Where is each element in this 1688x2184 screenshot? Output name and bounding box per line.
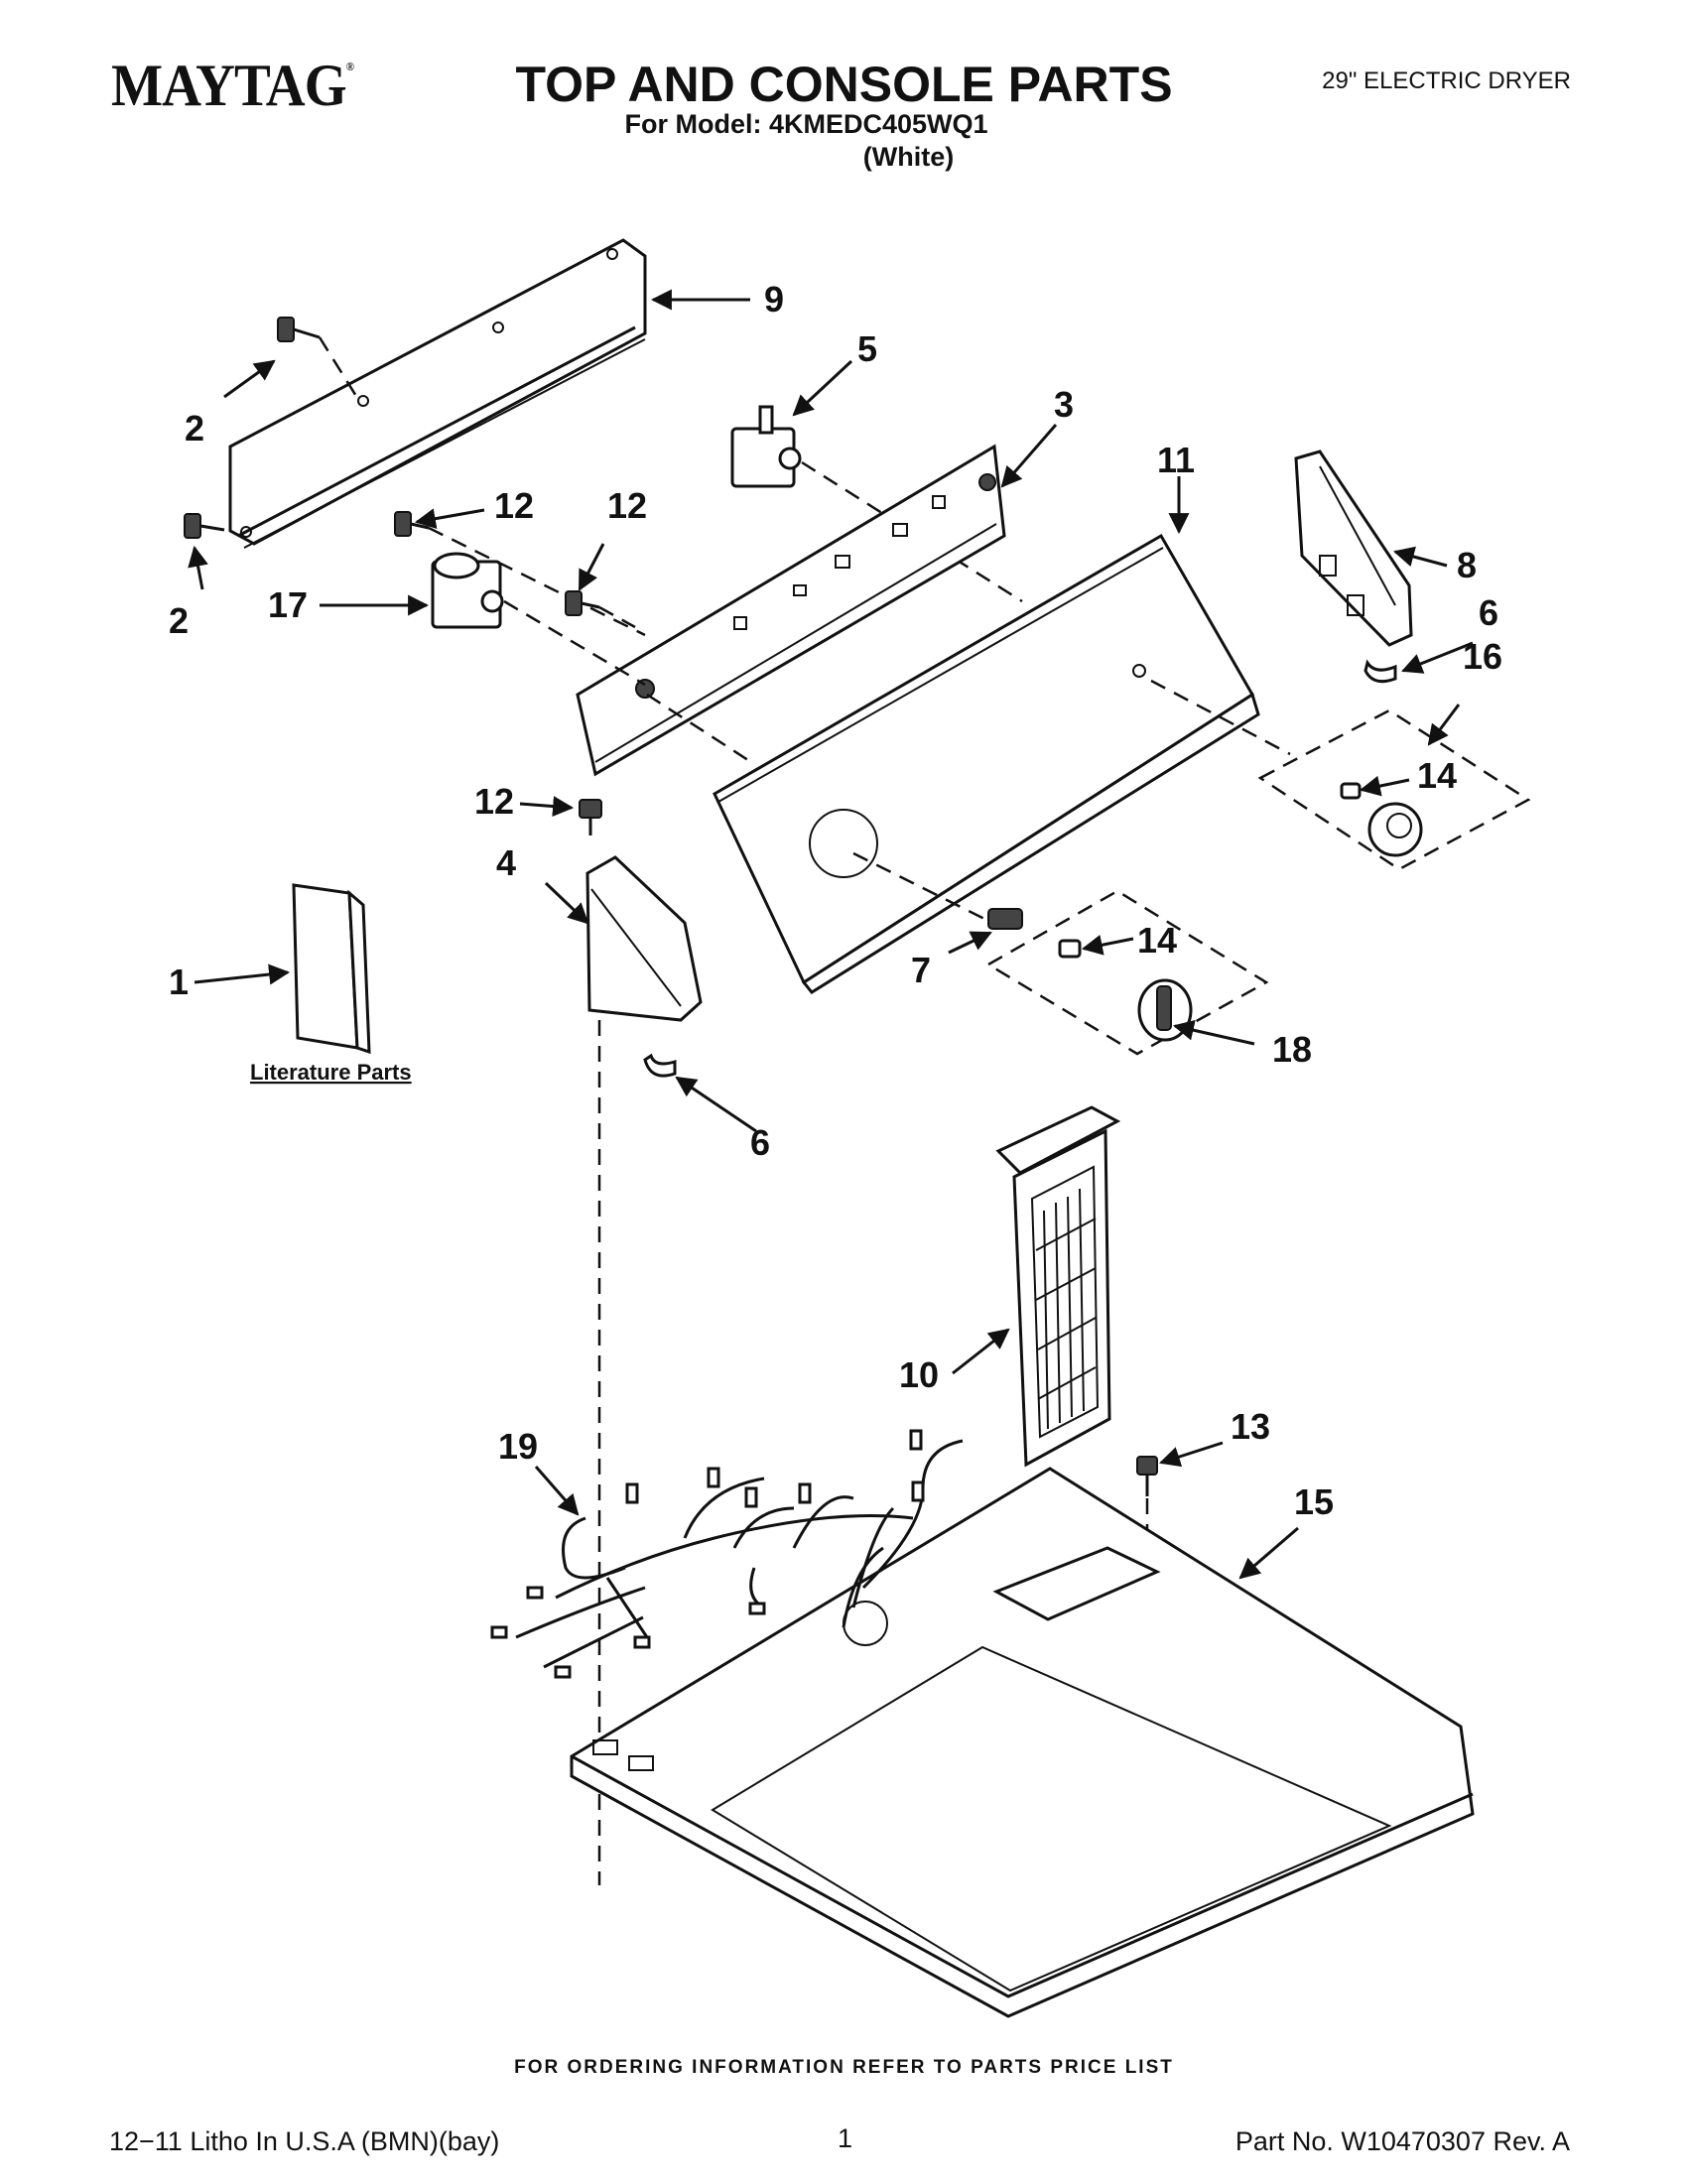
part-2-screw-lower [184, 513, 225, 539]
callout-2-upper: 2 [185, 408, 204, 449]
callout-12-endcap: 12 [474, 781, 514, 822]
litho-info: 12−11 Litho In U.S.A (BMN)(bay) [109, 2126, 500, 2156]
part-6-clip-right [1363, 659, 1397, 684]
page-title: TOP AND CONSOLE PARTS [515, 57, 1173, 112]
part-7-shaft [987, 908, 1023, 930]
callout-17: 17 [268, 584, 308, 625]
callout-19: 19 [498, 1426, 538, 1467]
document-part-number: Part No. W10470307 Rev. A [1234, 2126, 1570, 2156]
callout-11: 11 [1157, 440, 1195, 480]
brand-logo: MAYTAG® [111, 52, 354, 120]
callout-12-panel: 12 [607, 485, 647, 526]
callout-14-lower: 14 [1137, 920, 1177, 961]
callout-7: 7 [911, 950, 931, 990]
part-18-knob-group [985, 889, 1269, 1056]
brand-name: MAYTAG [111, 53, 347, 118]
part-4-end-cap-left [585, 855, 703, 1885]
part-10-lint-screen [995, 1105, 1121, 1468]
callout-6-right: 6 [1479, 592, 1498, 633]
part-6-clip-left [643, 1053, 677, 1078]
part-11-console [713, 533, 1291, 994]
part-19-wire-harness [490, 1429, 964, 1679]
callout-12-timer: 12 [494, 485, 534, 526]
callout-5: 5 [857, 328, 877, 369]
callout-18: 18 [1272, 1029, 1312, 1070]
callout-labels: 9 5 3 11 2 2 12 12 17 8 6 16 14 12 4 1 7… [169, 279, 1502, 1522]
part-17-timer [431, 552, 646, 687]
callout-10: 10 [899, 1354, 939, 1395]
callout-13: 13 [1231, 1406, 1270, 1447]
callout-4: 4 [496, 842, 516, 883]
callout-15: 15 [1294, 1481, 1334, 1522]
part-9-console-bracket [228, 238, 647, 549]
part-1-literature [292, 883, 371, 1055]
callout-2-lower: 2 [169, 600, 189, 641]
callout-9: 9 [764, 279, 784, 320]
part-8-end-cap-right [1294, 450, 1413, 647]
callout-6-left: 6 [750, 1122, 770, 1163]
model-line: For Model: 4KMEDC405WQ1 [624, 109, 988, 139]
callout-8: 8 [1457, 545, 1477, 585]
part-16-knob-group [1257, 708, 1531, 871]
callout-14-upper: 14 [1417, 755, 1457, 796]
ordering-note: FOR ORDERING INFORMATION REFER TO PARTS … [514, 2057, 1174, 2078]
part-15-main-top [570, 1467, 1475, 2018]
part-2-screw-upper [277, 317, 361, 402]
callout-arrows [188, 289, 1474, 1580]
callout-16: 16 [1463, 636, 1502, 677]
page-number: 1 [838, 2123, 853, 2153]
part-3-control-panel-plate [576, 444, 1006, 777]
callout-3: 3 [1054, 384, 1074, 425]
part-12-screw-endcap [579, 799, 602, 835]
literature-parts-label: Literature Parts [250, 1060, 412, 1085]
part-12-screw-panel [565, 590, 636, 629]
callout-1: 1 [169, 962, 189, 1002]
product-type: 29" ELECTRIC DRYER [1322, 67, 1571, 94]
color-line: (White) [862, 142, 955, 172]
registered-mark: ® [345, 60, 354, 73]
